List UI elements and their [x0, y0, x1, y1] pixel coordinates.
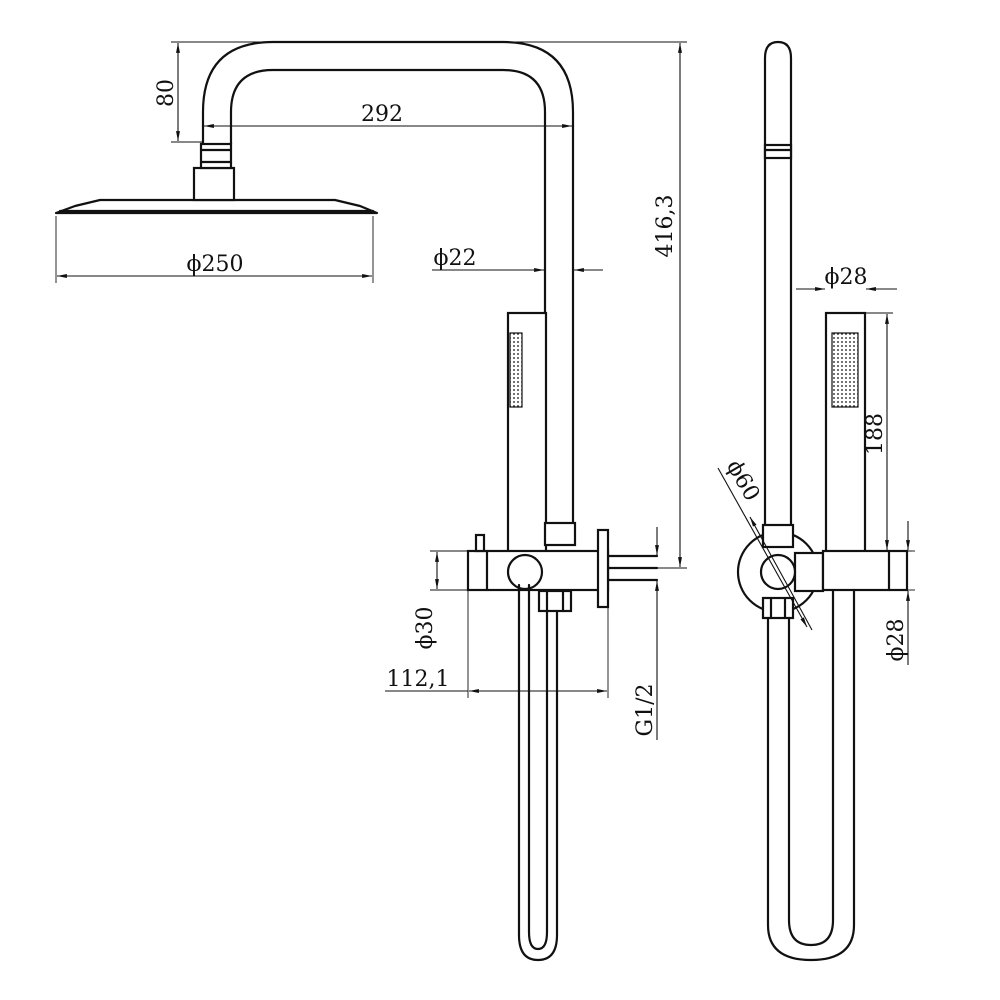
dim-label-flange-diameter: ϕ60 — [721, 456, 764, 506]
dim-thread: G1/2 — [633, 527, 659, 740]
dim-pipe-diameter: ϕ22 — [432, 246, 603, 272]
dim-label-pipe-diameter: ϕ22 — [434, 246, 477, 271]
front-view: ϕ250 80 292 ϕ22 416,3 — [54, 40, 687, 962]
dim-label-valve-width: 112,1 — [387, 667, 450, 692]
dim-handshower-diameter: ϕ28 — [796, 265, 897, 291]
side-valve — [736, 523, 909, 620]
dim-holder-diameter: ϕ28 — [884, 521, 915, 665]
shower-hose — [517, 583, 559, 962]
mixer-valve — [466, 528, 659, 613]
dim-label-thread: G1/2 — [633, 684, 658, 737]
dim-arm-height: 80 — [154, 41, 272, 143]
dim-label-holder-diameter: ϕ28 — [884, 619, 909, 662]
dim-arm-reach: 292 — [204, 102, 572, 128]
side-riser — [763, 40, 793, 529]
dim-valve-diameter: ϕ30 — [413, 550, 468, 650]
dim-handshower-length: 188 — [863, 312, 912, 552]
dim-valve-width: 112,1 — [385, 590, 609, 698]
riser-pipe — [201, 40, 575, 529]
dim-label-total-height: 416,3 — [653, 195, 678, 258]
dim-label-valve-diameter: ϕ30 — [413, 607, 438, 650]
dim-total-height: 416,3 — [503, 41, 687, 569]
dim-label-handshower-length: 188 — [863, 413, 888, 455]
side-hand-shower — [824, 311, 867, 555]
shower-head — [54, 142, 379, 215]
dim-head-diameter: ϕ250 — [55, 216, 374, 283]
side-hose — [766, 588, 856, 962]
side-view: ϕ28 188 ϕ60 ϕ28 — [717, 40, 915, 962]
hand-shower — [506, 311, 577, 555]
dim-label-handshower-diameter: ϕ28 — [825, 265, 868, 290]
dim-label-arm-reach: 292 — [361, 102, 403, 127]
dim-label-head-diameter: ϕ250 — [187, 252, 244, 277]
dim-label-arm-height: 80 — [154, 79, 179, 107]
